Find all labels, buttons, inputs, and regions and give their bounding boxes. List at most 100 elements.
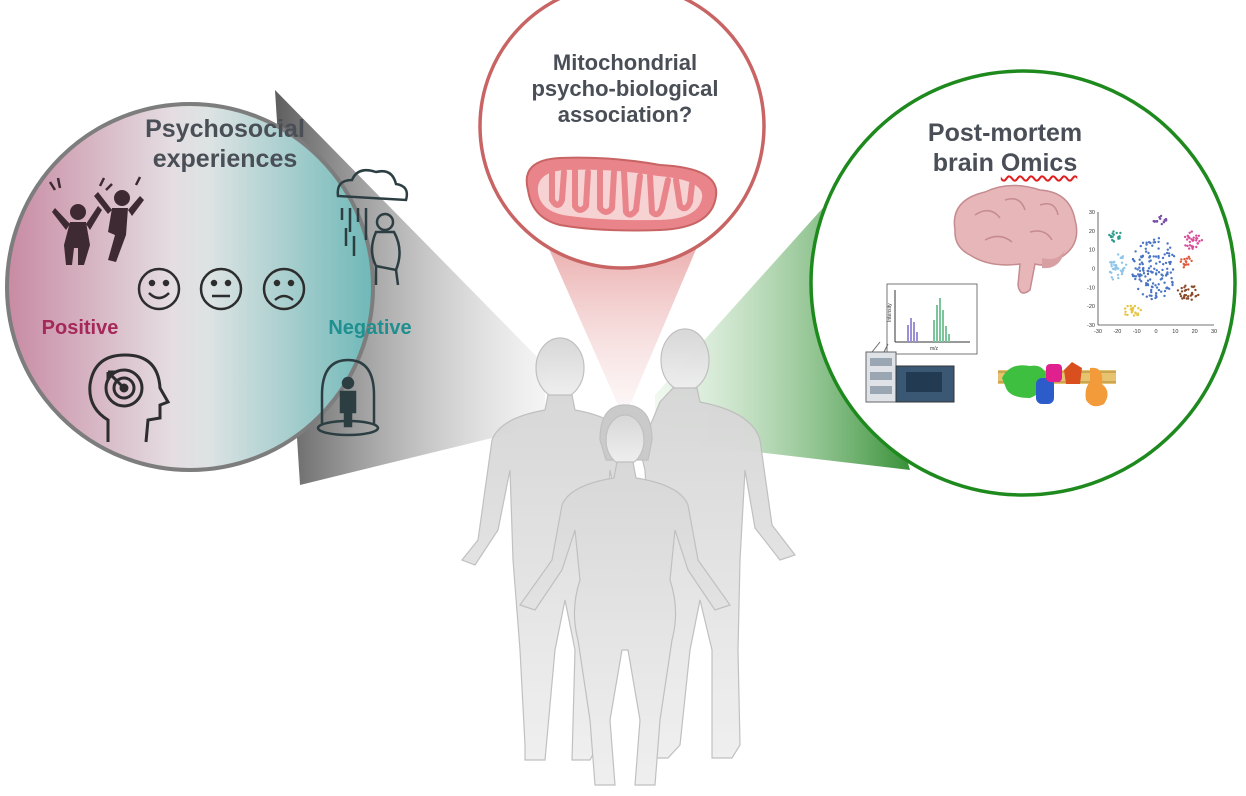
tsne-point (1144, 250, 1148, 253)
tsne-point (1134, 277, 1137, 281)
tsne-x-tick: 30 (1211, 329, 1217, 335)
tsne-point (1110, 263, 1113, 266)
tsne-point (1190, 238, 1193, 241)
tsne-point (1158, 260, 1162, 264)
tsne-point (1111, 238, 1114, 242)
tsne-point (1155, 269, 1159, 272)
tsne-point (1163, 289, 1167, 293)
tsne-point (1184, 294, 1188, 297)
tsne-point (1186, 297, 1190, 300)
tsne-point (1171, 268, 1175, 271)
tsne-point (1167, 252, 1171, 255)
tsne-point (1164, 217, 1168, 221)
left-title-line2: experiences (152, 145, 298, 173)
tsne-point (1146, 282, 1149, 286)
tsne-y-tick: -10 (1087, 285, 1095, 291)
tsne-point (1180, 286, 1183, 290)
tsne-point (1134, 275, 1138, 278)
tsne-point (1154, 284, 1157, 287)
tsne-point (1149, 241, 1152, 245)
tsne-point (1150, 290, 1153, 294)
brain-icon (953, 184, 1078, 294)
tsne-x-tick: -10 (1133, 329, 1141, 335)
tsne-point (1138, 266, 1141, 269)
tsne-point (1154, 255, 1158, 258)
tsne-x-tick: 10 (1172, 329, 1178, 335)
tsne-point (1155, 220, 1159, 223)
tsne-point (1114, 267, 1117, 270)
tsne-y-tick: 20 (1089, 229, 1095, 235)
right-title-line2-prefix: brain (932, 149, 1001, 177)
tsne-point (1160, 290, 1163, 293)
tsne-point (1120, 272, 1124, 276)
tsne-point (1192, 236, 1195, 239)
right-title-line1: Post-mortem (927, 119, 1083, 147)
tsne-point (1121, 270, 1124, 274)
tsne-point (1190, 298, 1193, 301)
tsne-point (1195, 294, 1198, 298)
tsne-point (1134, 250, 1137, 253)
tsne-point (1182, 266, 1186, 269)
left-title-line1: Psychosocial (145, 115, 305, 143)
tsne-point (1137, 307, 1140, 310)
tsne-x-tick: -20 (1113, 329, 1121, 335)
left-panel-title: Psychosocial experiences (105, 114, 345, 174)
tsne-point (1200, 239, 1204, 242)
tsne-point (1111, 278, 1115, 281)
tsne-point (1190, 230, 1194, 233)
tsne-point (1116, 273, 1120, 277)
red-projection-cone (545, 240, 700, 405)
tsne-point (1190, 292, 1194, 296)
tsne-point (1138, 278, 1141, 281)
psychosocial-experiences-circle (5, 102, 409, 472)
center-panel-title: Mitochondrial psycho-biological associat… (490, 50, 760, 128)
tsne-point (1130, 309, 1134, 312)
tsne-point (1197, 234, 1201, 237)
tsne-point (1117, 276, 1120, 280)
tsne-point (1172, 255, 1176, 258)
tsne-point (1115, 264, 1118, 267)
neutral-face-icon (199, 267, 243, 311)
negative-label: Negative (328, 317, 412, 339)
tsne-point (1169, 271, 1173, 274)
center-title-line1: Mitochondrial (552, 50, 698, 75)
tsne-point (1141, 293, 1145, 296)
tsne-point (1154, 294, 1158, 297)
tsne-point (1160, 222, 1164, 226)
tsne-y-tick: -20 (1087, 304, 1095, 310)
tsne-point (1148, 255, 1152, 258)
tsne-point (1152, 241, 1155, 244)
tsne-point (1163, 281, 1166, 284)
tsne-point (1131, 273, 1134, 276)
tsne-point (1125, 263, 1128, 266)
tsne-point (1123, 307, 1127, 310)
tsne-point (1144, 275, 1147, 278)
tsne-point (1157, 237, 1161, 240)
tsne-point (1159, 278, 1163, 281)
tsne-point (1168, 254, 1171, 258)
tsne-point (1118, 237, 1121, 240)
tsne-point (1188, 257, 1191, 260)
tsne-x-tick: 0 (1154, 329, 1157, 335)
tsne-point (1166, 242, 1169, 245)
tsne-point (1110, 271, 1113, 274)
tsne-point (1110, 276, 1114, 279)
center-title-line2: psycho-biological (531, 76, 719, 101)
tsne-point (1159, 217, 1162, 220)
tsne-point (1111, 235, 1114, 238)
tsne-point (1131, 257, 1135, 261)
tsne-point (1133, 304, 1137, 308)
tsne-point (1185, 257, 1189, 260)
tsne-point (1141, 241, 1145, 244)
tsne-point (1142, 272, 1146, 275)
tsne-point (1182, 296, 1186, 300)
tsne-point (1152, 238, 1156, 241)
tsne-point (1117, 253, 1120, 256)
tsne-point (1187, 295, 1190, 298)
positive-label: Positive (41, 317, 119, 339)
tsne-point (1166, 248, 1170, 251)
tsne-point (1115, 231, 1118, 235)
female-body-front (519, 404, 731, 786)
